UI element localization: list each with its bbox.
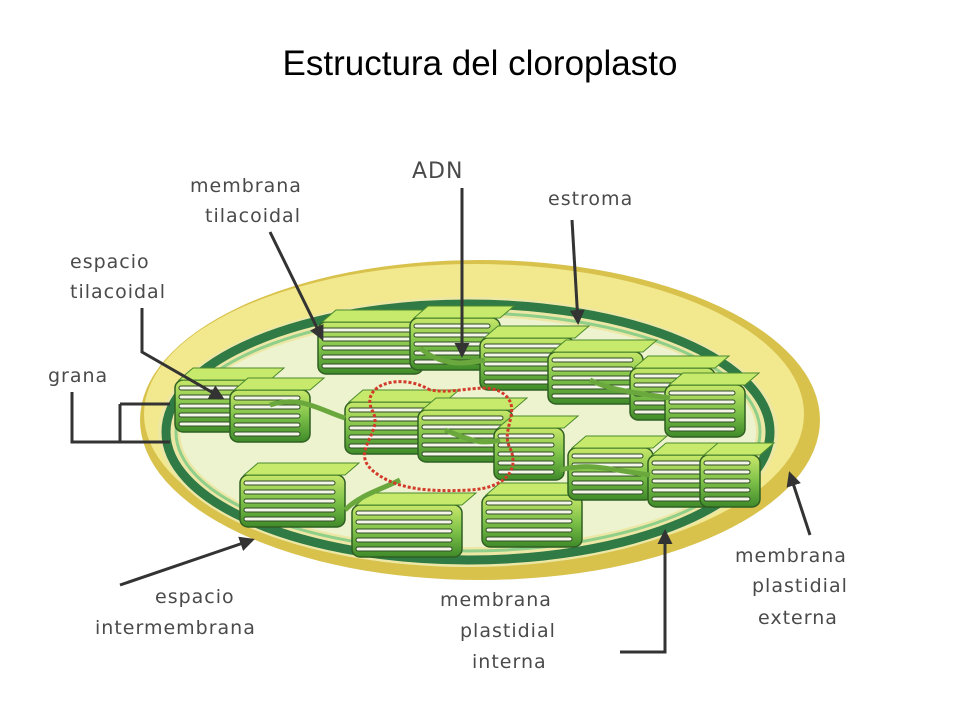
granum-stack bbox=[699, 442, 776, 508]
granum-stack bbox=[479, 325, 591, 391]
label-espacio-tilacoidal: espacio tilacoidal bbox=[70, 251, 166, 303]
arrow-membrana-plastidial-externa bbox=[786, 471, 812, 536]
labels: ADN membrana tilacoidal estroma espacio … bbox=[48, 159, 855, 673]
stroma-lamella bbox=[559, 464, 651, 478]
stroma-lamella bbox=[444, 427, 501, 445]
arrow-espacio-intermembrana bbox=[119, 536, 255, 587]
inner-membrane bbox=[161, 299, 775, 565]
label-adn: ADN bbox=[412, 159, 463, 184]
arrow-estroma bbox=[569, 219, 585, 325]
label-membrana-plastidial-externa: membrana plastidial externa bbox=[735, 545, 855, 629]
label-membrana-plastidial-interna: membrana plastidial interna bbox=[440, 589, 563, 673]
granum-stack bbox=[664, 372, 761, 438]
stroma-lamella bbox=[588, 377, 671, 401]
slide-title: Estructura del cloroplasto bbox=[282, 44, 678, 83]
stroma-lamella bbox=[418, 346, 486, 366]
stroma-lamella bbox=[269, 399, 346, 421]
arrow-espacio-tilacoidal bbox=[140, 308, 225, 400]
granum-stack bbox=[493, 415, 580, 481]
granum-stack bbox=[567, 435, 669, 501]
granum-stack bbox=[229, 377, 326, 443]
granum-stack bbox=[239, 462, 361, 528]
label-grana: grana bbox=[48, 365, 108, 387]
arrow-membrana-plastidial-interna bbox=[620, 529, 673, 654]
bracket-grana bbox=[70, 392, 170, 444]
label-estroma: estroma bbox=[548, 188, 633, 210]
granum-stack bbox=[481, 482, 598, 548]
dna-strand bbox=[363, 380, 515, 493]
granum-stack bbox=[351, 492, 478, 558]
arrow-membrana-tilacoidal bbox=[268, 231, 324, 341]
label-membrana-tilacoidal: membrana tilacoidal bbox=[190, 175, 309, 227]
label-espacio-intermembrana: espacio intermembrana bbox=[95, 586, 256, 639]
grana-stacks bbox=[174, 305, 776, 558]
pointer-arrows bbox=[70, 188, 812, 654]
